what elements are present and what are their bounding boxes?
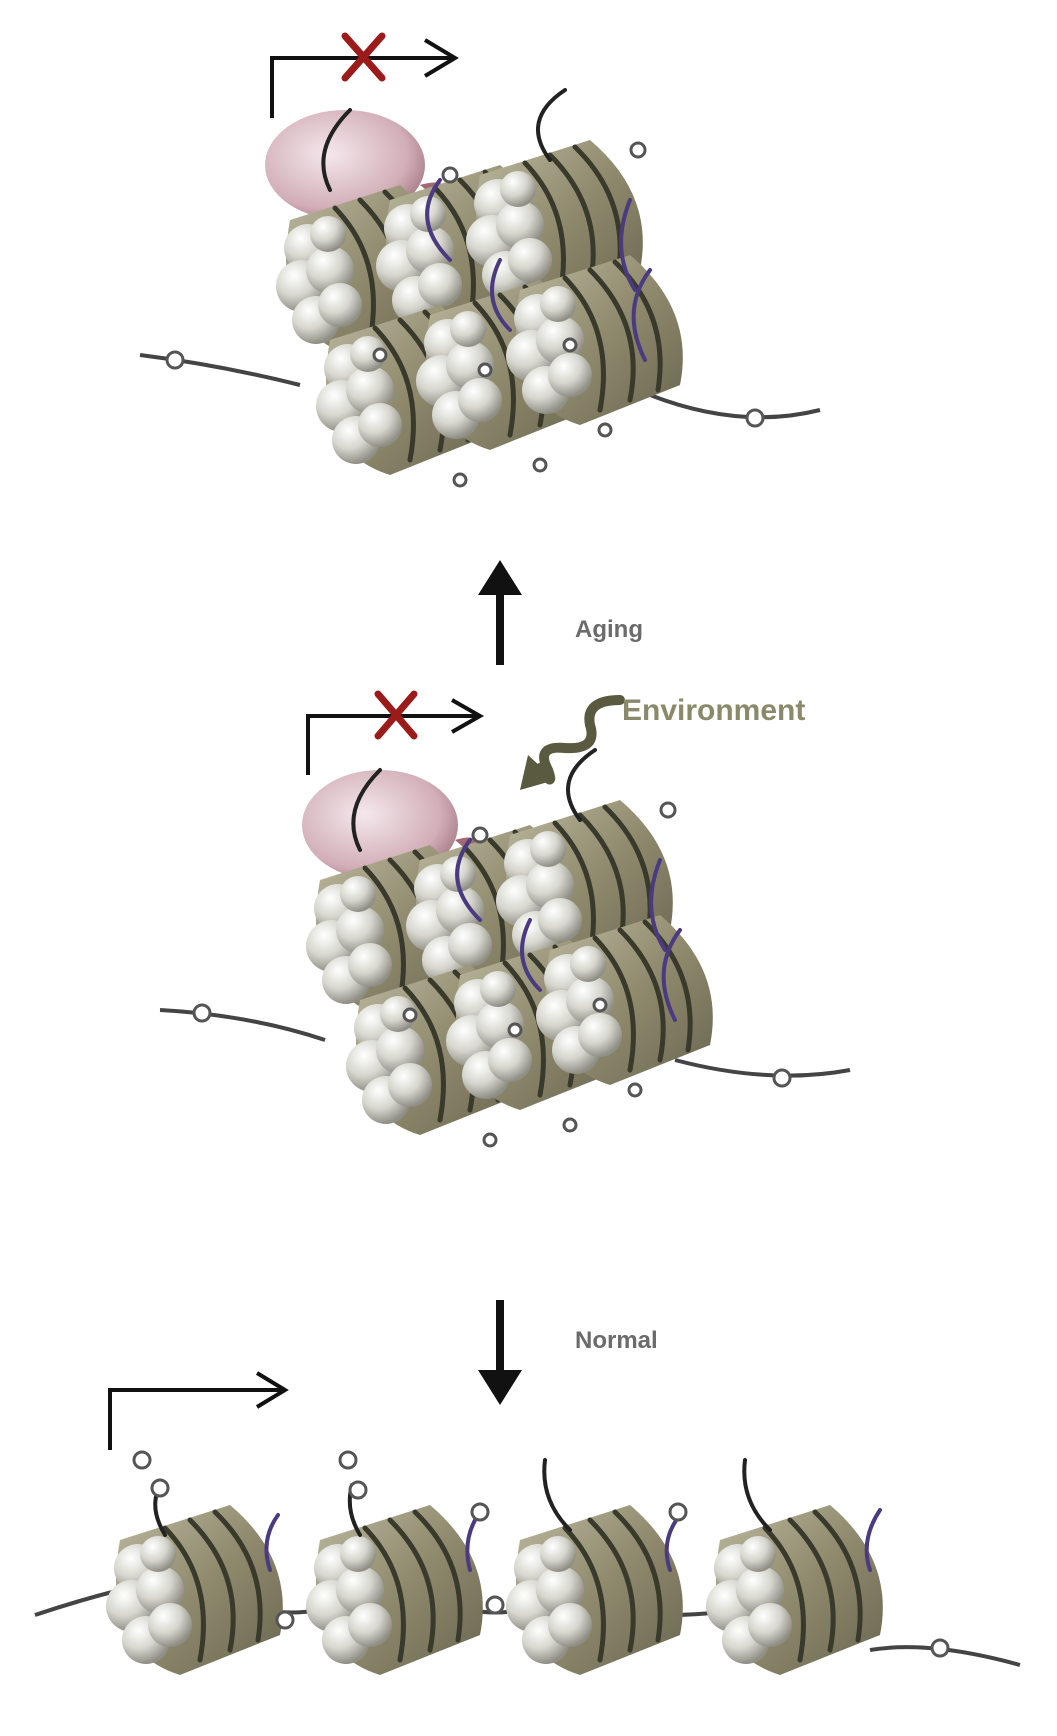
aging-label: Aging [575,616,643,643]
environment-label: Environment [622,694,805,727]
transcription-start-arrow [108,1371,289,1450]
blocked-x-icon [341,32,386,82]
nucleosome [506,1505,683,1675]
environment-chromatin-panel: Environment [159,690,851,1146]
transcription-start-arrow [270,38,459,118]
nucleosome [706,1505,883,1675]
linker-dna [139,353,821,420]
open-chromatin-panel [34,1371,1021,1675]
aging-arrow [478,560,522,665]
transcription-start-arrow [306,698,485,775]
aged-chromatin-panel [139,32,821,486]
nucleosome [106,1505,283,1675]
blocked-x-icon [374,690,418,740]
normal-label: Normal [575,1327,658,1354]
environment-arrow [520,695,625,790]
nucleosome [306,1505,483,1675]
normal-arrow [478,1300,522,1405]
linker-dna [159,1008,851,1078]
